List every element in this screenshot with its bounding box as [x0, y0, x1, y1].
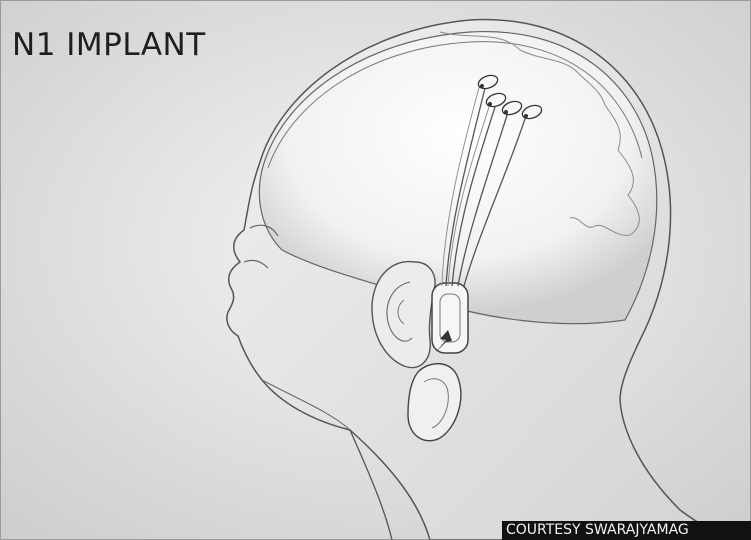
image-credit: COURTESY SWARAJYAMAG — [502, 521, 751, 540]
figure-title: N1 IMPLANT — [12, 30, 206, 61]
